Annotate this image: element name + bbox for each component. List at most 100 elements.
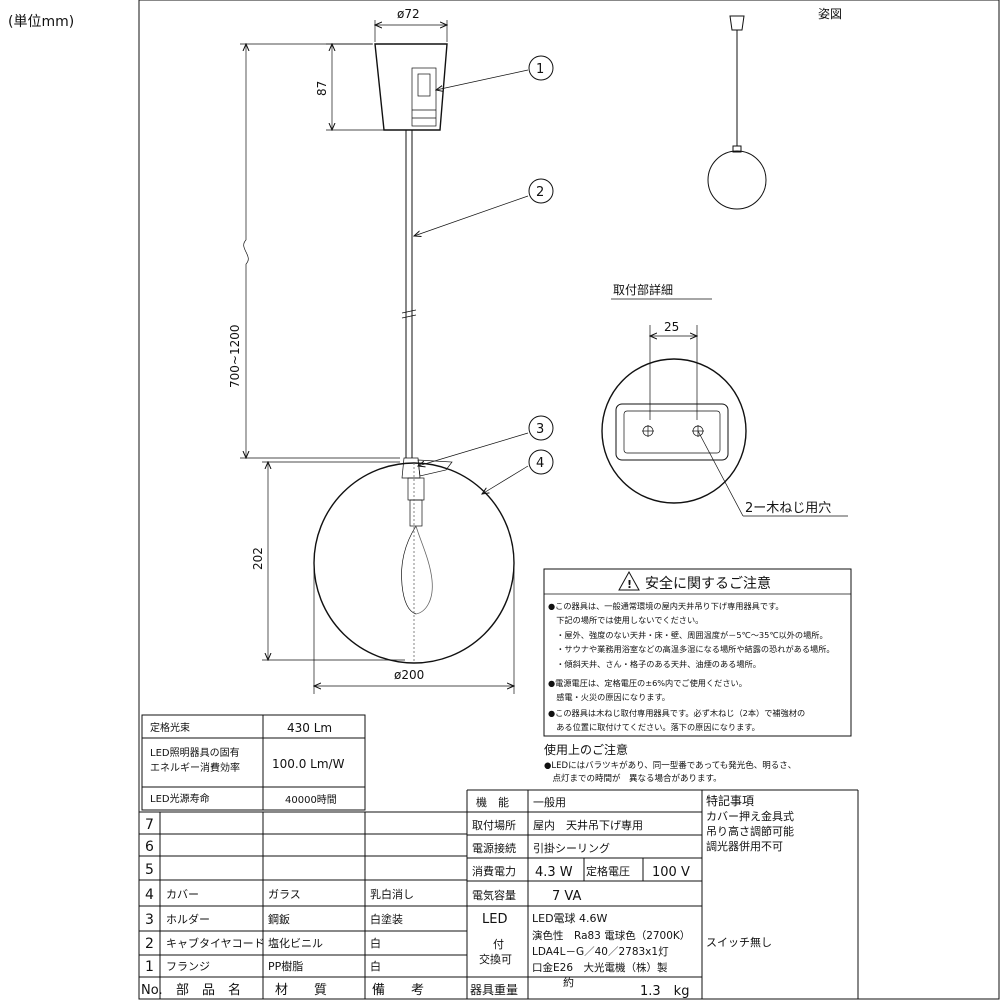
svg-text:感電・火災の原因になります。: 感電・火災の原因になります。 bbox=[548, 692, 670, 702]
svg-text:5: 5 bbox=[145, 862, 154, 878]
safety-title: 安全に関するご注意 bbox=[645, 575, 771, 592]
view-label: 姿図 bbox=[818, 7, 842, 21]
svg-text:2ー木ねじ用穴: 2ー木ねじ用穴 bbox=[745, 501, 831, 516]
svg-text:●この器具は、一般通常環境の屋内天井吊り下げ専用器具です。: ●この器具は、一般通常環境の屋内天井吊り下げ専用器具です。 bbox=[548, 601, 784, 611]
svg-text:700~1200: 700~1200 bbox=[228, 325, 242, 389]
svg-text:●電源電圧は、定格電圧の±6%内でご使用ください。: ●電源電圧は、定格電圧の±6%内でご使用ください。 bbox=[548, 678, 747, 688]
svg-text:430 Lm: 430 Lm bbox=[287, 721, 332, 735]
frame-border bbox=[138, 0, 1000, 1000]
callout-2: 2 bbox=[414, 178, 554, 236]
svg-text:約: 約 bbox=[563, 975, 574, 989]
svg-text:材 質: 材 質 bbox=[275, 983, 327, 998]
svg-text:LED光源寿命: LED光源寿命 bbox=[150, 792, 210, 805]
svg-text:乳白消し: 乳白消し bbox=[370, 887, 414, 901]
svg-text:引掛シーリング: 引掛シーリング bbox=[533, 841, 610, 855]
svg-text:白塗装: 白塗装 bbox=[370, 912, 403, 926]
mount-detail: 取付部詳細 25 2ー木ねじ用穴 bbox=[601, 282, 848, 517]
svg-text:LED照明器具の固有: LED照明器具の固有 bbox=[150, 746, 240, 759]
svg-text:!: ! bbox=[627, 578, 632, 591]
svg-text:40000時間: 40000時間 bbox=[285, 794, 337, 806]
svg-text:202: 202 bbox=[251, 547, 265, 570]
dim-base-height: 87 bbox=[315, 44, 384, 130]
svg-text:ホルダー: ホルダー bbox=[166, 912, 210, 926]
svg-text:一般用: 一般用 bbox=[533, 796, 566, 809]
svg-text:1.3 kg: 1.3 kg bbox=[640, 984, 689, 999]
svg-text:LDA4L－G／40／2783x1灯: LDA4L－G／40／2783x1灯 bbox=[532, 946, 669, 958]
svg-text:100.0 Lm/W: 100.0 Lm/W bbox=[272, 757, 345, 771]
svg-text:4.3 W: 4.3 W bbox=[535, 865, 573, 880]
svg-text:フランジ: フランジ bbox=[166, 960, 210, 973]
svg-text:1: 1 bbox=[536, 62, 544, 77]
svg-text:4: 4 bbox=[145, 887, 154, 903]
svg-text:機 能: 機 能 bbox=[476, 795, 509, 809]
svg-text:使用上のご注意: 使用上のご注意 bbox=[544, 742, 628, 757]
svg-text:カバー: カバー bbox=[166, 888, 199, 901]
svg-text:PP樹脂: PP樹脂 bbox=[268, 959, 303, 973]
svg-text:25: 25 bbox=[664, 320, 679, 334]
svg-text:白: 白 bbox=[370, 936, 381, 950]
svg-text:87: 87 bbox=[315, 81, 329, 96]
svg-text:・サウナや業務用浴室などの高温多湿になる場所や結露の恐れがあ: ・サウナや業務用浴室などの高温多湿になる場所や結露の恐れがある場所。 bbox=[548, 644, 835, 654]
safety-box: ! 安全に関するご注意 ●この器具は、一般通常環境の屋内天井吊り下げ専用器具です… bbox=[543, 568, 852, 737]
svg-text:ある位置に取付けてください。落下の原因になります。: ある位置に取付けてください。落下の原因になります。 bbox=[548, 722, 760, 732]
svg-text:LED電球 4.6W: LED電球 4.6W bbox=[532, 911, 608, 925]
svg-text:定格電圧: 定格電圧 bbox=[586, 864, 630, 878]
svg-text:3: 3 bbox=[536, 422, 544, 437]
svg-text:ø72: ø72 bbox=[397, 7, 420, 21]
svg-text:取付部詳細: 取付部詳細 bbox=[613, 282, 673, 297]
svg-text:器具重量: 器具重量 bbox=[470, 983, 518, 997]
svg-text:LED: LED bbox=[482, 912, 507, 927]
svg-text:白: 白 bbox=[370, 959, 381, 973]
callout-3: 3 bbox=[418, 415, 554, 466]
spec-table: 機 能 一般用 取付場所 屋内 天井吊下げ専用 電源接続 引掛シーリング 消費電… bbox=[467, 789, 859, 999]
svg-text:定格光束: 定格光束 bbox=[150, 721, 190, 734]
svg-text:3: 3 bbox=[145, 912, 154, 928]
svg-text:●この器具は木ねじ取付専用器具です。必ず木ねじ（2本）で補強: ●この器具は木ねじ取付専用器具です。必ず木ねじ（2本）で補強材の bbox=[548, 708, 805, 718]
svg-text:7: 7 bbox=[145, 817, 154, 833]
dim-globe-width: ø200 bbox=[314, 566, 514, 694]
svg-text:下記の場所では使用しないでください。: 下記の場所では使用しないでください。 bbox=[548, 615, 703, 625]
svg-text:屋内 天井吊下げ専用: 屋内 天井吊下げ専用 bbox=[533, 818, 643, 832]
svg-text:・屋外、強度のない天井・床・壁、周囲温度が－5℃～35℃以外: ・屋外、強度のない天井・床・壁、周囲温度が－5℃～35℃以外の場所。 bbox=[548, 630, 828, 640]
svg-text:消費電力: 消費電力 bbox=[472, 864, 516, 878]
svg-text:交換可: 交換可 bbox=[479, 952, 512, 966]
svg-text:・傾斜天井、さん・格子のある天井、油煙のある場所。: ・傾斜天井、さん・格子のある天井、油煙のある場所。 bbox=[548, 659, 761, 669]
performance-table: 定格光束 430 Lm LED照明器具の固有 エネルギー消費効率 100.0 L… bbox=[141, 714, 366, 811]
callout-1: 1 bbox=[436, 55, 554, 90]
svg-text:2: 2 bbox=[536, 185, 544, 200]
svg-text:1: 1 bbox=[145, 959, 154, 975]
dim-cord-length: 700~1200 bbox=[228, 44, 400, 458]
parts-table: 7 6 5 4 カバー ガラス 乳白消し 3 ホルダー 鋼鈑 白塗装 2 キャブ… bbox=[139, 790, 468, 999]
svg-text:2: 2 bbox=[145, 936, 154, 952]
svg-text:付: 付 bbox=[493, 938, 504, 951]
usage-notes: 使用上のご注意 ●LEDにはバラツキがあり、同一型番であっても発光色、明るさ、 … bbox=[544, 742, 796, 784]
svg-text:取付場所: 取付場所 bbox=[472, 819, 516, 832]
fixture-elevation bbox=[313, 43, 515, 664]
dim-globe-height: 202 bbox=[251, 462, 405, 660]
svg-text:塩化ビニル: 塩化ビニル bbox=[268, 936, 323, 950]
svg-text:ø200: ø200 bbox=[394, 668, 424, 682]
svg-text:キャブタイヤコード: キャブタイヤコード bbox=[166, 936, 265, 950]
svg-text:演色性 Ra83 電球色（2700K）: 演色性 Ra83 電球色（2700K） bbox=[532, 929, 690, 942]
svg-text:エネルギー消費効率: エネルギー消費効率 bbox=[150, 761, 240, 774]
svg-text:100 V: 100 V bbox=[652, 865, 690, 880]
svg-text:電源接続: 電源接続 bbox=[472, 841, 516, 855]
svg-text:特記事項: 特記事項 bbox=[706, 793, 754, 808]
svg-text:吊り高さ調節可能: 吊り高さ調節可能 bbox=[706, 824, 794, 838]
svg-text:鋼鈑: 鋼鈑 bbox=[268, 912, 290, 926]
svg-text:備 考: 備 考 bbox=[372, 982, 424, 998]
svg-text:口金E26 大光電機（株）製: 口金E26 大光電機（株）製 bbox=[532, 961, 668, 974]
silhouette-view bbox=[707, 15, 767, 210]
svg-text:電気容量: 電気容量 bbox=[472, 888, 516, 902]
svg-text:No.: No. bbox=[141, 983, 163, 998]
svg-text:ガラス: ガラス bbox=[268, 888, 301, 901]
svg-text:7 VA: 7 VA bbox=[552, 889, 581, 904]
svg-text:部 品 名: 部 品 名 bbox=[176, 982, 241, 998]
svg-text:調光器併用不可: 調光器併用不可 bbox=[706, 839, 783, 853]
svg-text:4: 4 bbox=[536, 456, 544, 471]
dim-base-width: ø72 bbox=[375, 7, 447, 42]
svg-text:スイッチ無し: スイッチ無し bbox=[706, 935, 772, 949]
svg-text:●LEDにはバラツキがあり、同一型番であっても発光色、明るさ: ●LEDにはバラツキがあり、同一型番であっても発光色、明るさ、 bbox=[544, 760, 796, 771]
svg-text:6: 6 bbox=[145, 839, 154, 855]
